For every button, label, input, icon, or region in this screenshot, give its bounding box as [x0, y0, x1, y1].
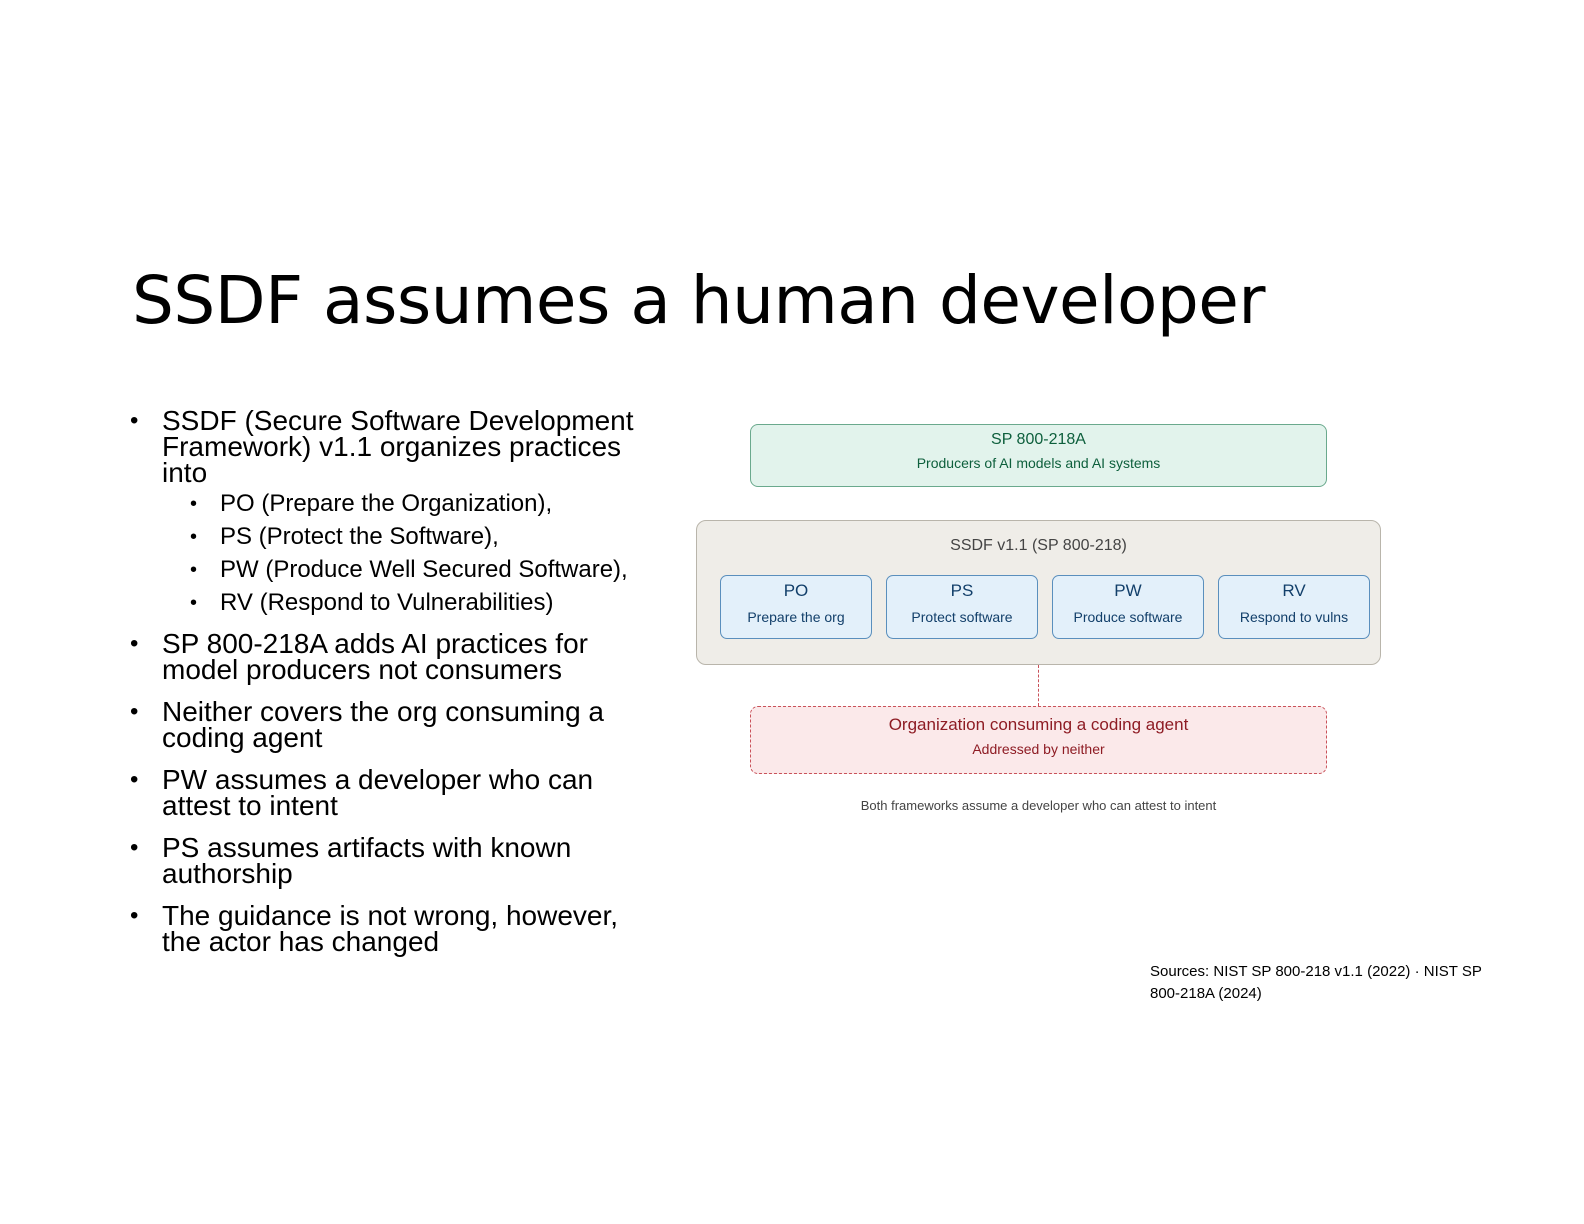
sub-bullet-text: PW (Produce Well Secured Software), — [220, 556, 628, 583]
org-box: Organization consuming a coding agent Ad… — [750, 706, 1327, 774]
bullet-dot-icon: • — [130, 698, 139, 725]
box-title: SSDF v1.1 (SP 800-218) — [950, 537, 1127, 554]
bullet-text: PW assumes a developer who can attest to… — [162, 764, 594, 821]
sub-bullet-item: • PW (Produce Well Secured Software), — [162, 558, 650, 582]
box-subtitle: Addressed by neither — [972, 741, 1105, 757]
practice-box-ps: PS Protect software — [886, 575, 1038, 639]
sources-note: Sources: NIST SP 800-218 v1.1 (2022) · N… — [1150, 963, 1482, 1002]
diagram-caption: Both frameworks assume a developer who c… — [860, 798, 1217, 813]
practice-desc: Prepare the org — [747, 609, 845, 625]
bullet-item: • PS assumes artifacts with known authors… — [130, 832, 650, 889]
bullet-item: • Neither covers the org consuming a codi… — [130, 696, 650, 753]
bullet-dot-icon: • — [130, 766, 139, 793]
bullet-text: Neither covers the org consuming a codin… — [162, 696, 604, 753]
practice-box-rv: RV Respond to vulns — [1218, 575, 1370, 639]
practice-code: RV — [1282, 581, 1306, 600]
ssdf-box: SSDF v1.1 (SP 800-218) PO Prepare the or… — [696, 520, 1381, 665]
sub-bullet-text: RV (Respond to Vulnerabilities) — [220, 589, 554, 616]
bullet-item: • SP 800-218A adds AI practices for model… — [130, 628, 650, 685]
bullet-text: PS assumes artifacts with known authorsh… — [162, 832, 572, 889]
box-subtitle: Producers of AI models and AI systems — [916, 455, 1161, 471]
bullet-dot-icon: • — [190, 559, 198, 581]
bullet-dot-icon: • — [130, 902, 139, 929]
practice-code: PO — [783, 581, 809, 600]
practice-desc: Protect software — [911, 609, 1013, 625]
bullet-item: • The guidance is not wrong, however, the… — [130, 900, 650, 957]
practice-desc: Respond to vulns — [1239, 609, 1349, 625]
bullet-text: SSDF (Secure Software Development Framew… — [162, 405, 634, 488]
bullet-item: • PW assumes a developer who can attest t… — [130, 764, 650, 821]
sub-bullet-list: • PO (Prepare the Organization), • PS (Pro… — [162, 492, 650, 615]
bullet-text: The guidance is not wrong, however, the … — [162, 900, 619, 957]
box-title: SP 800-218A — [991, 431, 1086, 448]
slide-title: SSDF assumes a human developer — [132, 262, 1266, 339]
sub-bullet-text: PS (Protect the Software), — [220, 523, 499, 550]
box-title: Organization consuming a coding agent — [888, 715, 1189, 734]
bullet-dot-icon: • — [130, 630, 139, 657]
bullet-item: • SSDF (Secure Software Development Fram… — [130, 405, 650, 615]
bullet-dot-icon: • — [130, 834, 139, 861]
practice-box-pw: PW Produce software — [1052, 575, 1204, 639]
bullet-dot-icon: • — [190, 592, 198, 614]
sp-800-218a-box: SP 800-218A Producers of AI models and A… — [750, 424, 1327, 487]
sub-bullet-item: • PS (Protect the Software), — [162, 525, 650, 549]
practice-code: PS — [950, 581, 974, 600]
bullet-dot-icon: • — [190, 493, 198, 515]
practice-code: PW — [1114, 581, 1142, 600]
sub-bullet-text: PO (Prepare the Organization), — [220, 490, 553, 517]
practice-desc: Produce software — [1073, 609, 1183, 625]
dashed-connector — [1038, 665, 1039, 706]
sub-bullet-item: • PO (Prepare the Organization), — [162, 492, 650, 516]
practice-box-po: PO Prepare the org — [720, 575, 872, 639]
bullet-text: SP 800-218A adds AI practices for model … — [162, 628, 588, 685]
bullet-list: • SSDF (Secure Software Development Fram… — [130, 405, 650, 971]
bullet-dot-icon: • — [130, 407, 139, 434]
sub-bullet-item: • RV (Respond to Vulnerabilities) — [162, 591, 650, 615]
bullet-dot-icon: • — [190, 526, 198, 548]
